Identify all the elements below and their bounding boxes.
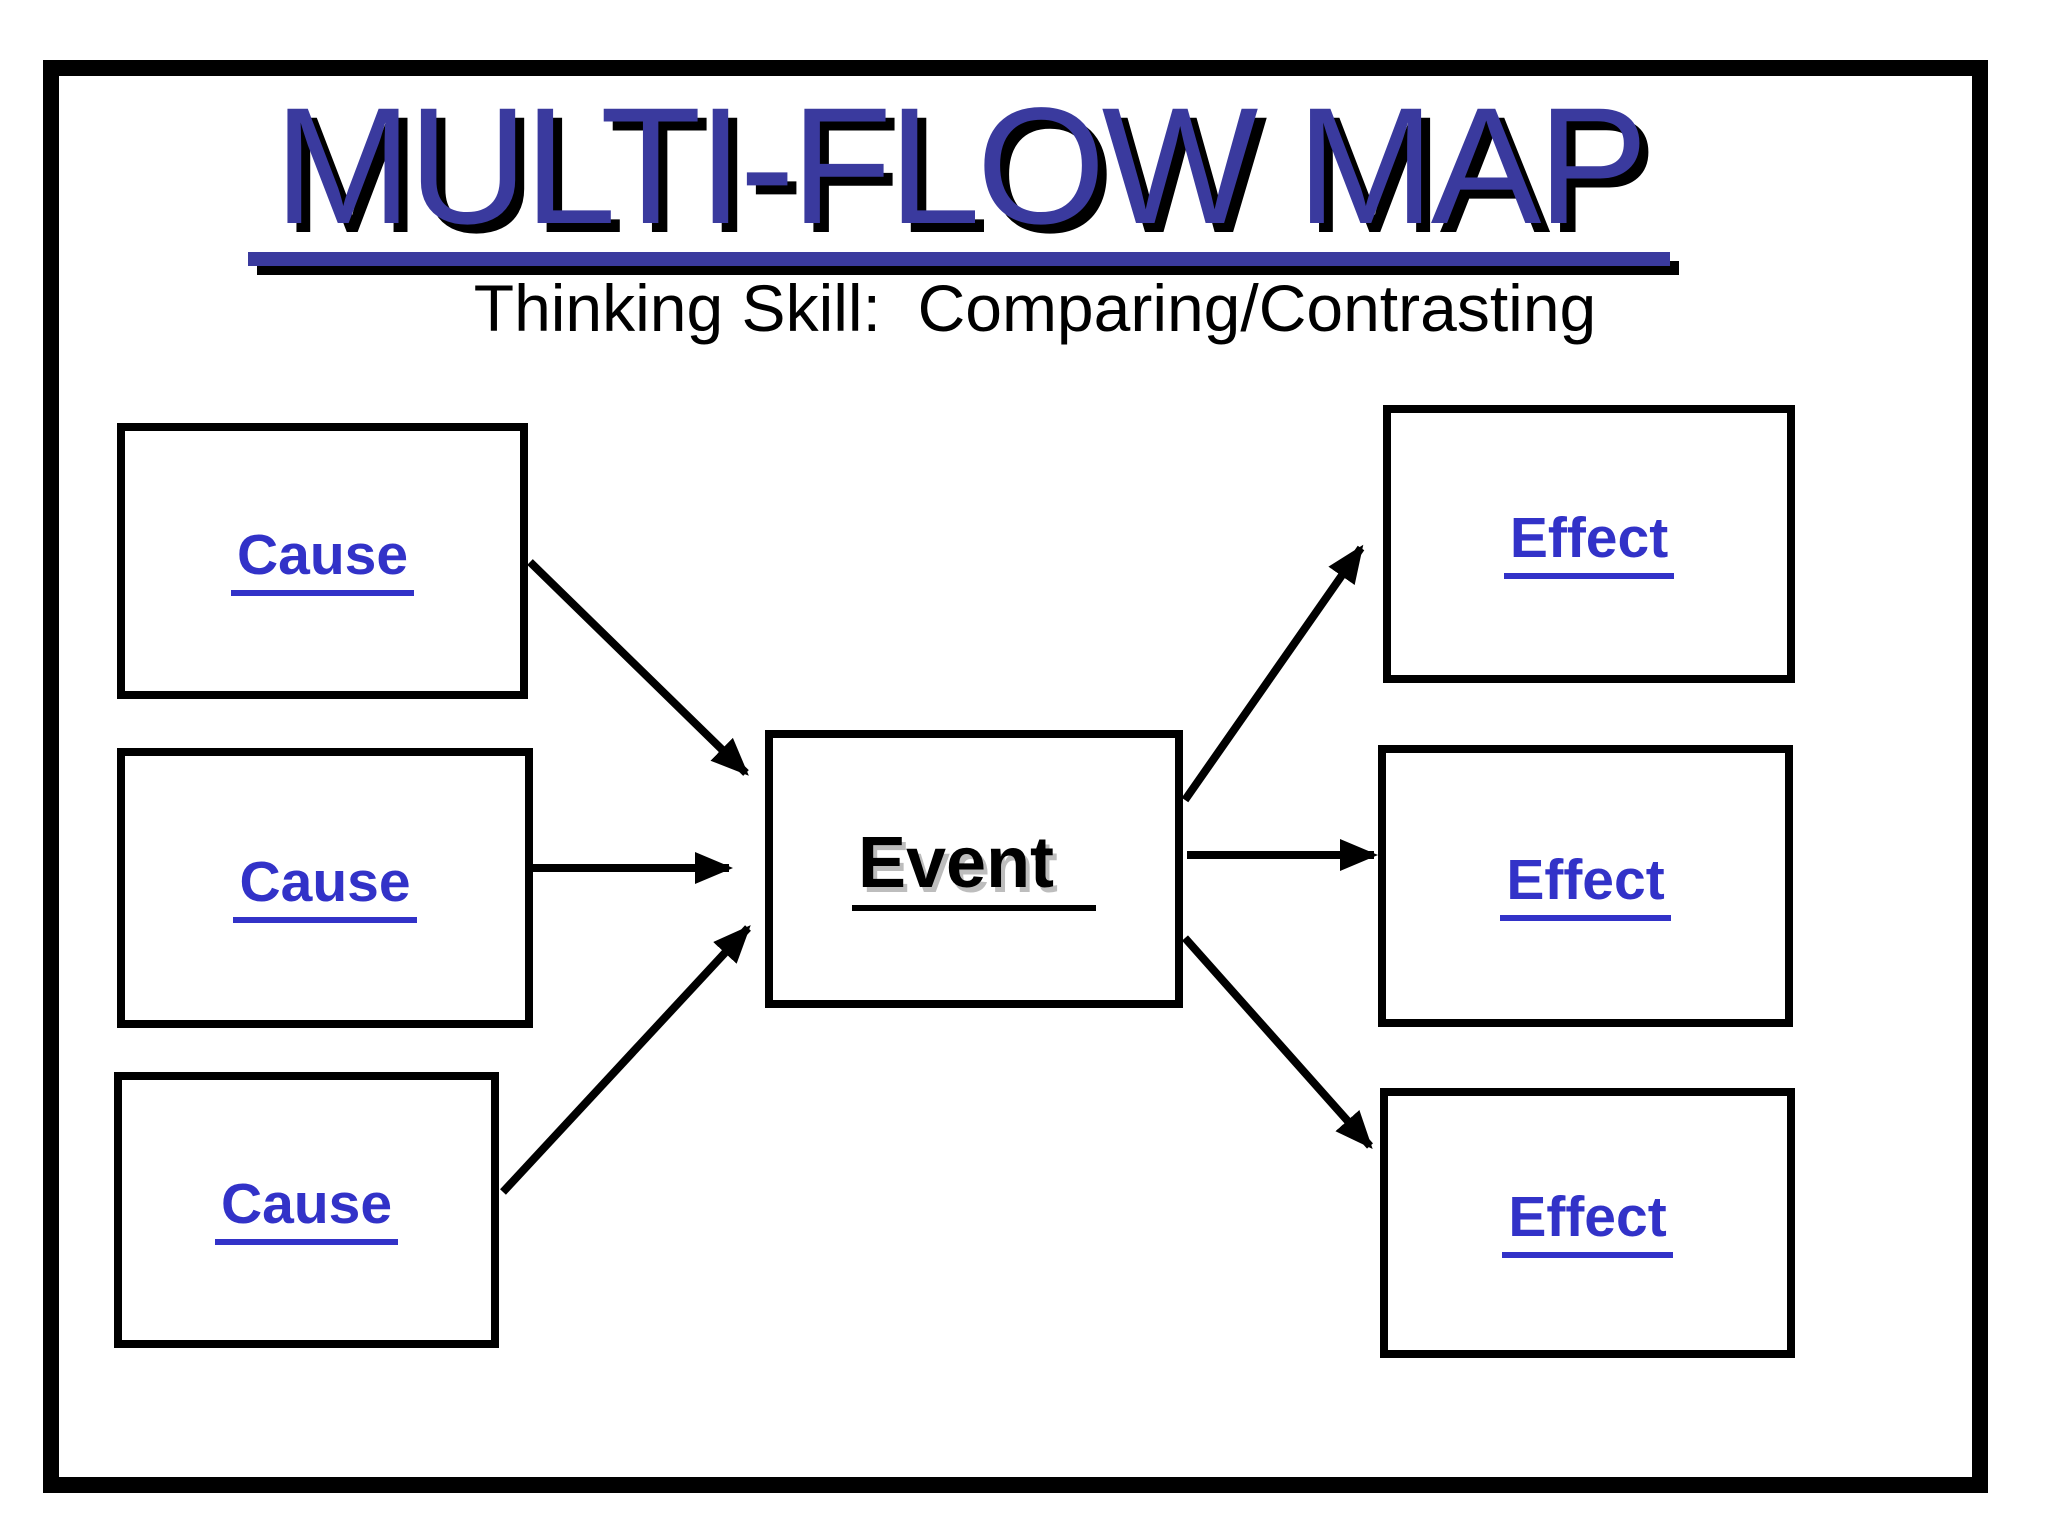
effect-label-1: Effect bbox=[1503, 509, 1675, 579]
effect-label-2: Effect bbox=[1500, 851, 1671, 921]
title-underline bbox=[248, 252, 1670, 266]
cause-label-3: Cause bbox=[214, 1175, 399, 1245]
page-title: MULTI-FLOW MAP bbox=[273, 74, 1648, 259]
event-label: Event bbox=[851, 827, 1097, 911]
cause-box-2: Cause bbox=[117, 748, 533, 1028]
cause-label-2: Cause bbox=[233, 853, 417, 923]
effect-label-3: Effect bbox=[1502, 1188, 1673, 1258]
effect-box-2: Effect bbox=[1378, 745, 1793, 1027]
page-subtitle: Thinking Skill: Comparing/Contrasting bbox=[473, 271, 1597, 345]
event-box: Event bbox=[765, 730, 1183, 1008]
effect-box-3: Effect bbox=[1380, 1088, 1795, 1358]
cause-box-1: Cause bbox=[117, 423, 528, 699]
cause-label-1: Cause bbox=[230, 526, 415, 596]
cause-box-3: Cause bbox=[114, 1072, 499, 1348]
effect-box-1: Effect bbox=[1383, 405, 1795, 683]
page-title-block: MULTI-FLOW MAP bbox=[59, 84, 1859, 266]
